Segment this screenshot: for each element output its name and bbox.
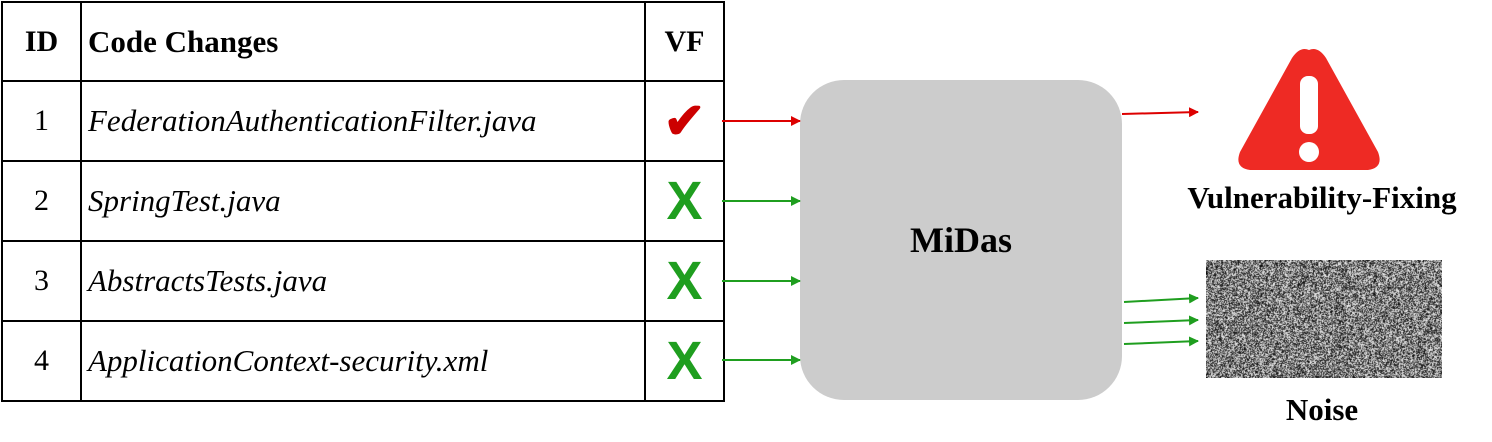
cross-icon: X bbox=[666, 171, 703, 231]
header-vf: VF bbox=[644, 1, 725, 82]
cross-icon: X bbox=[666, 251, 703, 311]
table-header-row: ID Code Changes VF bbox=[1, 1, 725, 82]
noise-image bbox=[1206, 260, 1442, 378]
model-name: MiDas bbox=[910, 220, 1012, 260]
row-file: AbstractsTests.java bbox=[80, 240, 646, 322]
header-code-changes: Code Changes bbox=[80, 1, 646, 82]
midas-model-box: MiDas bbox=[800, 80, 1122, 400]
arrow-to-noise-1 bbox=[1123, 293, 1199, 304]
row-file: SpringTest.java bbox=[80, 160, 646, 242]
row-file: FederationAuthenticationFilter.java bbox=[80, 80, 646, 162]
row-id: 4 bbox=[1, 320, 82, 402]
table-row: 4 ApplicationContext-security.xml X bbox=[1, 320, 725, 402]
row-id: 1 bbox=[1, 80, 82, 162]
table-row: 3 AbstractsTests.java X bbox=[1, 240, 725, 322]
warning-triangle-icon bbox=[1238, 49, 1380, 170]
header-id: ID bbox=[1, 1, 82, 82]
arrow-to-noise-3 bbox=[1123, 336, 1199, 347]
arrow-to-vulnerability bbox=[1121, 107, 1199, 118]
arrow-to-noise-2 bbox=[1123, 315, 1199, 326]
table-row: 1 FederationAuthenticationFilter.java ✔ bbox=[1, 80, 725, 162]
noise-label: Noise bbox=[1285, 392, 1359, 427]
row-file: ApplicationContext-security.xml bbox=[80, 320, 646, 402]
row-id: 2 bbox=[1, 160, 82, 242]
check-icon: ✔ bbox=[663, 93, 706, 149]
code-changes-table: ID Code Changes VF 1 FederationAuthentic… bbox=[1, 1, 725, 402]
vulnerability-fixing-label: Vulnerability-Fixing bbox=[1187, 180, 1457, 215]
row-id: 3 bbox=[1, 240, 82, 322]
table-row: 2 SpringTest.java X bbox=[1, 160, 725, 242]
cross-icon: X bbox=[666, 331, 703, 391]
